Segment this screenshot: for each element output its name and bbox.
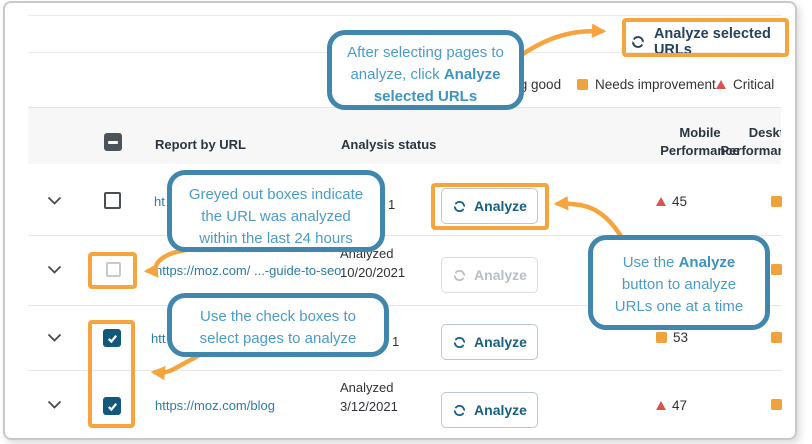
row-divider [28, 370, 781, 371]
table-header-row: Report by URL Analysis status Mobile Per… [28, 107, 781, 164]
chevron-down-icon[interactable] [47, 400, 62, 409]
url-link-fragment[interactable]: ht [154, 194, 165, 209]
divider-top [28, 15, 781, 16]
row-checkbox-checked[interactable] [103, 397, 121, 415]
url-link[interactable]: https://moz.com/ ...-guide-to-seo [155, 263, 342, 278]
indeterminate-minus-icon [108, 141, 118, 144]
good-circle-icon [462, 79, 473, 90]
needs-improvement-square-icon [771, 196, 782, 207]
refresh-icon [630, 34, 646, 50]
legend-item-needs-improvement: Needs improvement [577, 77, 716, 92]
mobile-performance-value: 45 [656, 194, 687, 209]
legend-label-looking-good: Looking good [480, 77, 562, 92]
legend-label-critical: Critical [733, 77, 775, 92]
mobile-performance-value: 53 [656, 330, 688, 345]
legend-item-looking-good: Looking good [462, 77, 561, 92]
column-header-mobile-performance: Mobile Performance [660, 125, 740, 158]
column-header-analysis-status: Analysis status [341, 137, 437, 152]
analyze-button[interactable]: Analyze [441, 188, 538, 224]
arrow-to-analyze-button [553, 196, 628, 246]
refresh-icon [452, 199, 467, 214]
refresh-icon [452, 335, 467, 350]
analyze-button[interactable]: Analyze [441, 324, 538, 360]
analyze-selected-urls-label: Analyze selected URLs [653, 26, 771, 58]
needs-improvement-square-icon [771, 399, 782, 410]
url-link-fragment[interactable]: htt [151, 331, 166, 346]
analyze-selected-urls-button[interactable]: Analyze selected URLs [630, 26, 812, 58]
critical-triangle-icon [656, 401, 666, 410]
column-header-desktop-performance: Desktop Performance [720, 125, 781, 158]
row-checkbox-unchecked[interactable] [104, 192, 121, 209]
status-text: Analyzed 3/12/2021 [340, 380, 398, 414]
critical-triangle-icon [656, 197, 666, 206]
analyze-button-disabled: Analyze [441, 257, 538, 293]
needs-improvement-square-icon [771, 264, 782, 275]
needs-improvement-square-icon [656, 332, 667, 343]
needs-improvement-square-icon [771, 332, 782, 343]
row-checkbox-checked[interactable] [103, 329, 121, 347]
legend-item-critical: Critical [716, 77, 774, 92]
callout-greyed-boxes: Greyed out boxes indicate the URL was an… [167, 170, 385, 252]
mobile-performance-value: 47 [656, 398, 687, 413]
status-text-fragment: 1 [392, 334, 400, 349]
needs-improvement-square-icon [577, 79, 588, 90]
url-link[interactable]: https://moz.com/blog [155, 398, 275, 413]
critical-triangle-icon [716, 80, 726, 89]
callout-use-analyze-button: Use the Analyze button to analyze URLs o… [588, 235, 770, 330]
select-all-checkbox[interactable] [104, 133, 122, 151]
status-text-fragment: 1 [388, 197, 396, 212]
checkmark-icon [106, 332, 119, 345]
row-divider [28, 305, 781, 306]
chevron-down-icon[interactable] [47, 333, 62, 342]
refresh-icon [452, 268, 467, 283]
column-header-report-by-url: Report by URL [155, 137, 246, 152]
row-divider [28, 235, 781, 236]
status-text: Analyzed 10/20/2021 [340, 246, 406, 280]
legend-label-needs-improvement: Needs improvement [595, 77, 716, 92]
checkmark-icon [106, 400, 119, 413]
callout-use-checkboxes: Use the check boxes to select pages to a… [167, 293, 389, 357]
chevron-down-icon[interactable] [47, 265, 62, 274]
refresh-icon [452, 403, 467, 418]
chevron-down-icon[interactable] [47, 196, 62, 205]
row-checkbox-disabled [106, 262, 121, 277]
screenshot-frame [3, 1, 797, 440]
callout-select-then-analyze: After selecting pages to analyze, click … [327, 30, 524, 110]
analyze-button[interactable]: Analyze [441, 392, 538, 428]
